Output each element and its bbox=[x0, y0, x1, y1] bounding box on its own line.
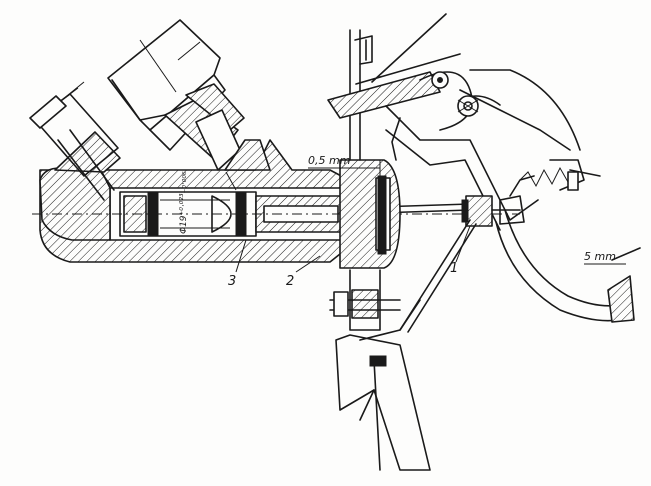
lower-clamp bbox=[329, 291, 431, 471]
pedal-pad bbox=[495, 209, 641, 323]
bore-diameter-label: Φ19⁺⁰·⁰²³₋₀·₀₀₆ bbox=[179, 171, 189, 234]
mounting-flange bbox=[339, 159, 401, 269]
part-3-label: 3 bbox=[228, 274, 236, 289]
part-2-label: 2 bbox=[286, 274, 294, 289]
upper-bracket bbox=[327, 13, 473, 131]
linkage-rod-edge bbox=[407, 223, 477, 333]
inlet-fitting bbox=[29, 81, 121, 201]
pedal-arm bbox=[385, 69, 581, 231]
return-spring bbox=[519, 159, 601, 191]
gap-clearance-label: 0,5 mm bbox=[308, 154, 350, 167]
linkage-rod bbox=[399, 219, 471, 331]
leader-lines bbox=[235, 160, 626, 273]
part-1-label: 1 bbox=[450, 261, 458, 276]
outlet-port bbox=[224, 139, 271, 171]
pedal-clearance-label: 5 mm bbox=[584, 250, 616, 263]
fluid-reservoir bbox=[107, 19, 245, 191]
clevis-part-1 bbox=[461, 175, 535, 227]
